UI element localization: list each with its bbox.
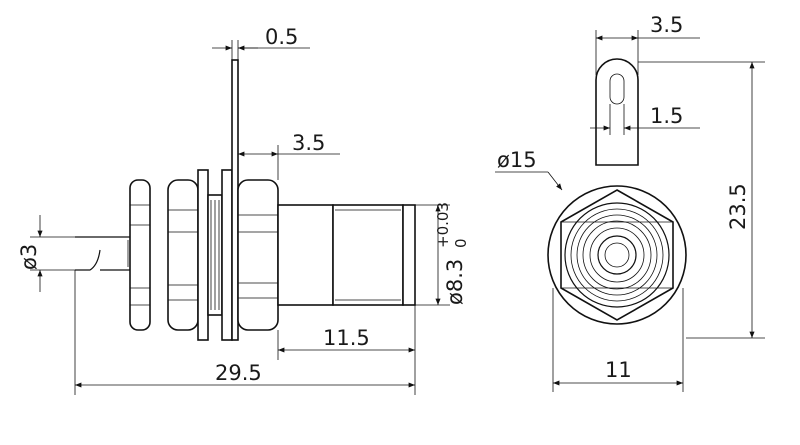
barrel <box>277 204 416 306</box>
dim-barrel-tolerance-upper: +0.03 <box>434 202 452 248</box>
dim-hex-width: 11 <box>552 288 684 392</box>
left-hex-nut <box>129 179 151 331</box>
dim-pin-diameter: ø3 <box>17 215 75 292</box>
mounting-tab <box>231 59 239 341</box>
dim-tab-hole: 1.5 <box>590 104 700 135</box>
dim-flange-diameter-label: ø15 <box>497 148 537 172</box>
dim-nut-width: 3.5 <box>237 131 340 180</box>
dim-total-height-label: 23.5 <box>726 183 750 230</box>
dim-flange-diameter: ø15 <box>495 148 563 191</box>
dim-tab-width-label: 3.5 <box>650 13 683 37</box>
dim-total-height: 23.5 <box>638 61 765 339</box>
solder-pin <box>75 236 138 271</box>
dim-barrel-length: 11.5 <box>277 305 416 395</box>
washer-stack <box>197 169 233 341</box>
dim-tab-width: 3.5 <box>595 13 700 75</box>
dim-total-length-label: 29.5 <box>215 361 262 385</box>
dim-tab-thickness: 0.5 <box>212 25 310 60</box>
dim-tab-hole-label: 1.5 <box>650 104 683 128</box>
front-view: 3.5 1.5 ø15 23.5 11 <box>495 13 765 392</box>
middle-hex-nut <box>167 179 199 331</box>
dim-barrel-diameter-main: ø8.3 <box>443 259 467 305</box>
dim-total-length: 29.5 <box>74 270 415 395</box>
dim-barrel-tolerance-lower: 0 <box>452 238 470 248</box>
dim-barrel-length-label: 11.5 <box>323 326 370 350</box>
dim-barrel-diameter: ø8.3 +0.03 0 <box>415 202 470 306</box>
side-view: 0.5 3.5 ø3 ø8.3 +0.03 0 <box>17 25 470 395</box>
dim-pin-diameter-label: ø3 <box>17 244 41 270</box>
socket-rings <box>564 202 670 308</box>
front-hex-nut <box>237 179 279 331</box>
dim-nut-width-label: 3.5 <box>292 131 325 155</box>
front-tab <box>595 58 639 166</box>
dim-tab-thickness-label: 0.5 <box>265 25 298 49</box>
dim-hex-width-label: 11 <box>605 358 632 382</box>
